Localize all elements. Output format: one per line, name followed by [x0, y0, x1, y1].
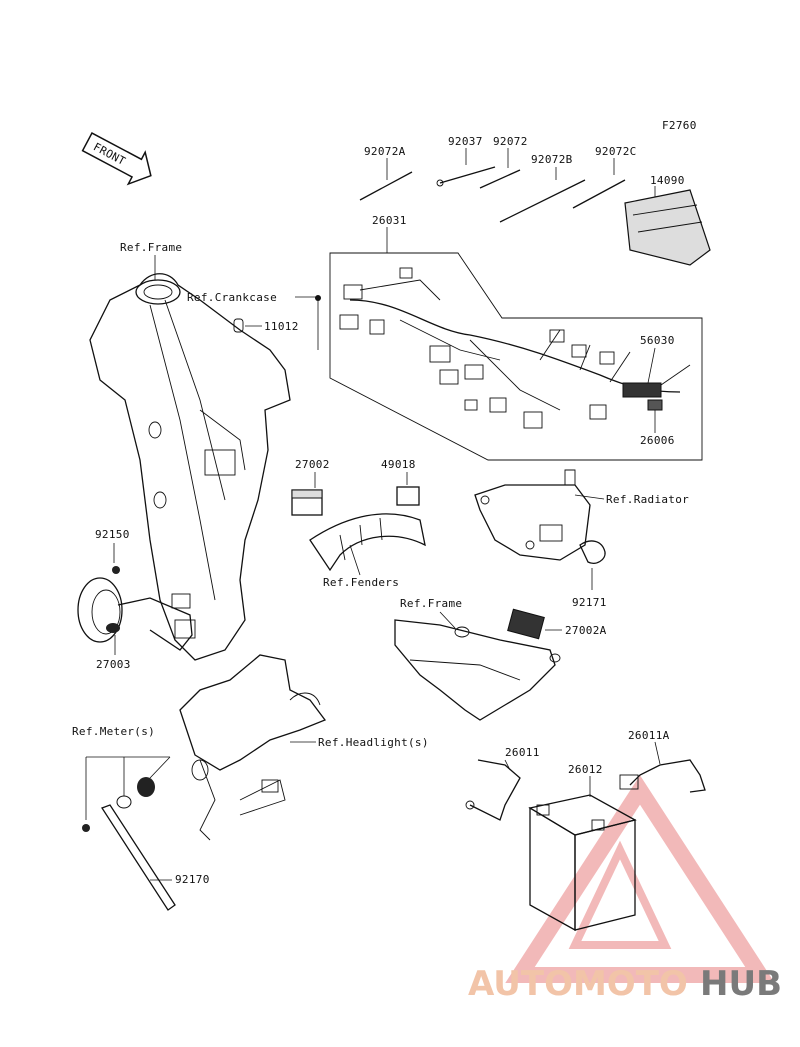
watermark-hub: HUB [700, 964, 782, 1004]
cable-tie-92072 [479, 148, 521, 189]
label-14090: 14090 [650, 174, 685, 187]
front-arrow-icon: FRONT [81, 132, 152, 186]
label-ref-crankcase: Ref.Crankcase [187, 291, 277, 304]
label-26012: 26012 [568, 763, 603, 776]
label-92171: 92171 [572, 596, 607, 609]
relay-27002A [507, 608, 562, 640]
battery-cable-26011 [465, 759, 521, 821]
label-27003: 27003 [96, 658, 131, 671]
main-harness-box [329, 227, 703, 461]
label-26006: 26006 [640, 434, 675, 447]
cable-tie-92072A [359, 158, 413, 201]
label-ref-frame-top: Ref.Frame [120, 241, 182, 254]
cover-14090 [624, 186, 711, 266]
bolt-92150 [112, 543, 120, 574]
label-92072B: 92072B [531, 153, 573, 166]
relay-49018 [396, 472, 420, 506]
label-ref-headlight: Ref.Headlight(s) [318, 736, 429, 749]
watermark-triangle [505, 775, 775, 983]
label-26011A: 26011A [628, 729, 670, 742]
battery-26012 [528, 776, 637, 932]
fender-part [309, 513, 426, 572]
cable-tie-92072B [499, 167, 586, 223]
clip-92171 [579, 540, 606, 590]
label-49018: 49018 [381, 458, 416, 471]
label-ref-radiator: Ref.Radiator [606, 493, 689, 506]
radiator-bracket [474, 469, 591, 561]
grommet-meter [82, 777, 155, 832]
label-26031: 26031 [372, 214, 407, 227]
label-27002A: 27002A [565, 624, 607, 637]
cable-tie-92072C [572, 158, 626, 209]
label-92150: 92150 [95, 528, 130, 541]
label-27002: 27002 [295, 458, 330, 471]
watermark-automoto: AUTOMOTO [468, 964, 688, 1004]
battery-cable-26011A [619, 741, 706, 793]
label-56030: 56030 [640, 334, 675, 347]
label-ref-frame-mid: Ref.Frame [400, 597, 462, 610]
label-92037: 92037 [448, 135, 483, 148]
label-ref-fenders: Ref.Fenders [323, 576, 399, 589]
label-92072C: 92072C [595, 145, 637, 158]
label-26011: 26011 [505, 746, 540, 759]
label-ref-meter: Ref.Meter(s) [72, 725, 155, 738]
label-92170: 92170 [175, 873, 210, 886]
strap-92170 [101, 804, 176, 911]
frame-mid-section [394, 619, 561, 721]
frame-outline [89, 273, 291, 661]
horn [77, 577, 196, 651]
headlight-bracket [179, 654, 327, 841]
label-92072A: 92072A [364, 145, 406, 158]
label-92072: 92072 [493, 135, 528, 148]
label-11012: 11012 [264, 320, 299, 333]
relay-27002 [291, 472, 323, 516]
figure-id: F2760 [662, 119, 697, 132]
grommet-11012 [233, 318, 262, 333]
clamp-92037 [436, 148, 496, 187]
meter-leads [85, 756, 171, 820]
